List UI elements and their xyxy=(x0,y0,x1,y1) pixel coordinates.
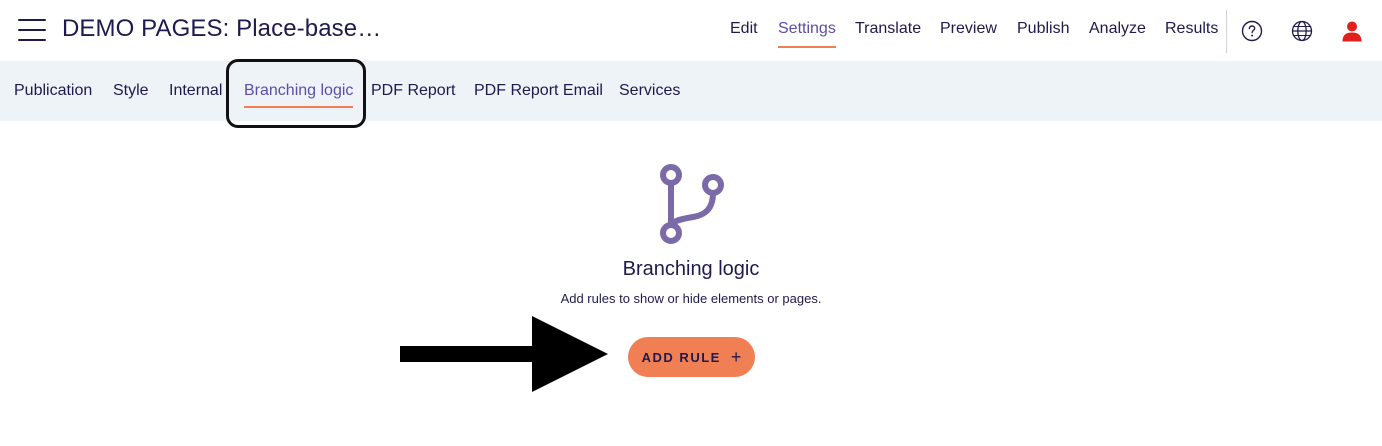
top-bar xyxy=(0,0,1382,61)
tab-branching-logic[interactable]: Branching logic xyxy=(244,82,354,108)
add-rule-button[interactable]: ADD RULE + xyxy=(628,337,755,377)
user-icon[interactable] xyxy=(1341,20,1363,42)
tab-pdf-report[interactable]: PDF Report xyxy=(371,82,456,99)
branch-icon xyxy=(657,163,727,247)
tab-style[interactable]: Style xyxy=(113,82,149,99)
tab-internal[interactable]: Internal xyxy=(169,82,223,99)
help-icon[interactable] xyxy=(1241,20,1263,42)
plus-icon: + xyxy=(730,347,742,367)
nav-preview[interactable]: Preview xyxy=(940,20,997,37)
hamburger-menu-icon[interactable] xyxy=(18,19,46,43)
tab-services[interactable]: Services xyxy=(619,82,681,99)
empty-state-title: Branching logic xyxy=(622,258,760,280)
nav-publish[interactable]: Publish xyxy=(1017,20,1070,37)
nav-translate[interactable]: Translate xyxy=(855,20,922,37)
annotation-arrow xyxy=(400,316,610,392)
app-title: DEMO PAGES: Place-base… xyxy=(62,15,382,42)
add-rule-label: ADD RULE xyxy=(641,349,721,365)
nav-results[interactable]: Results xyxy=(1165,20,1219,37)
header-divider xyxy=(1226,10,1227,53)
globe-icon[interactable] xyxy=(1291,20,1313,42)
nav-analyze[interactable]: Analyze xyxy=(1089,20,1146,37)
nav-edit[interactable]: Edit xyxy=(730,20,758,37)
tab-publication[interactable]: Publication xyxy=(14,82,93,99)
settings-subnav xyxy=(0,61,1382,121)
tab-pdf-report-email[interactable]: PDF Report Email xyxy=(474,82,603,99)
empty-state-description: Add rules to show or hide elements or pa… xyxy=(560,291,822,306)
nav-settings[interactable]: Settings xyxy=(778,20,836,48)
